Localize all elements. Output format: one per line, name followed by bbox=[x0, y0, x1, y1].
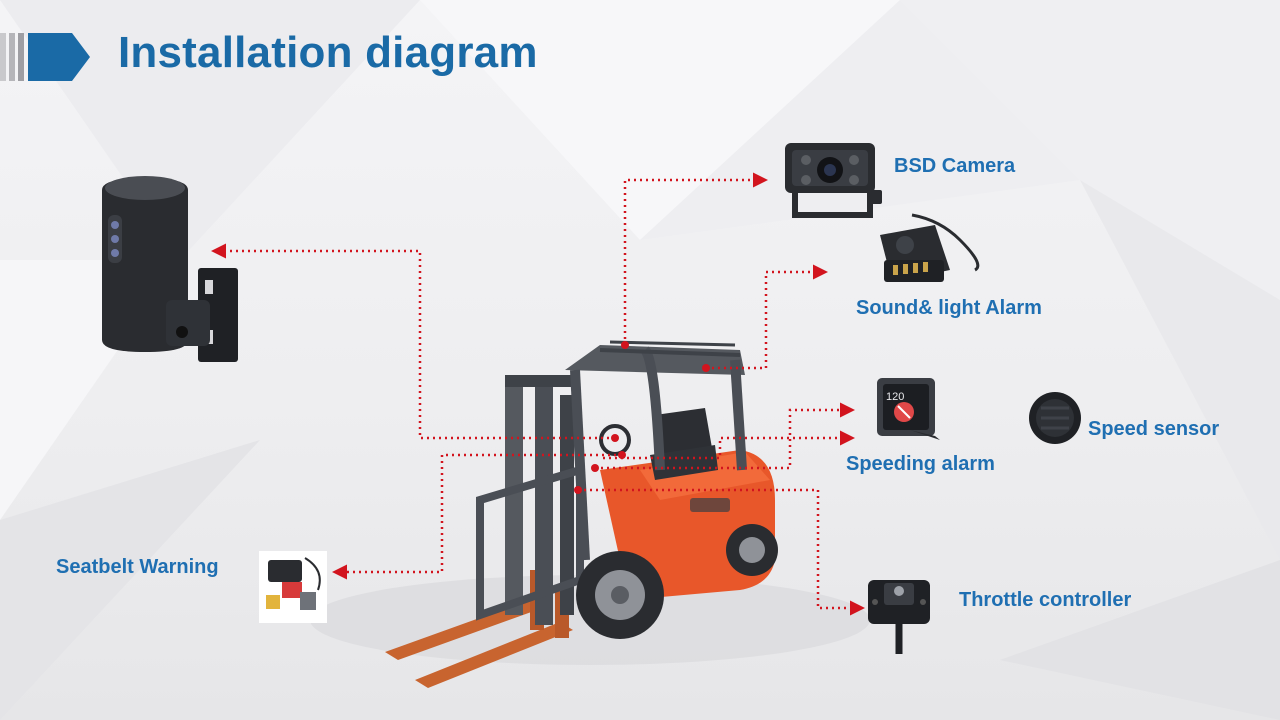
label-speed-sensor: Speed sensor bbox=[1088, 418, 1220, 440]
connector-speeding-alarm-1 bbox=[595, 402, 855, 470]
seatbelt-warning-device bbox=[259, 551, 327, 623]
connector-speeding-alarm-2 bbox=[603, 430, 855, 460]
connector-mdvr-camera bbox=[211, 243, 615, 440]
connectors bbox=[211, 172, 865, 616]
forklift bbox=[385, 340, 778, 688]
page-title: Installation diagram bbox=[118, 28, 538, 77]
throttle-controller-device bbox=[868, 580, 930, 654]
bsd-camera-device bbox=[785, 143, 882, 218]
connector-origins bbox=[574, 341, 710, 494]
connector-sound-alarm bbox=[706, 264, 828, 370]
connector-bsd-camera bbox=[623, 172, 768, 345]
sound-light-alarm-device bbox=[880, 213, 980, 282]
connector-seatbelt bbox=[332, 453, 622, 580]
speeding-alarm-display-value: 120 bbox=[886, 391, 904, 403]
label-speeding-alarm: Speeding alarm bbox=[846, 453, 995, 475]
connector-throttle bbox=[578, 488, 865, 616]
speeding-alarm-device: 120 bbox=[877, 378, 940, 440]
header-marker bbox=[0, 33, 90, 81]
label-throttle-controller: Throttle controller bbox=[959, 589, 1132, 611]
speed-sensor-device bbox=[1029, 392, 1081, 444]
label-sound-light-alarm: Sound& light Alarm bbox=[856, 297, 1042, 319]
label-seatbelt-warning: Seatbelt Warning bbox=[56, 556, 219, 578]
label-bsd-camera: BSD Camera bbox=[894, 155, 1016, 177]
mdvr-camera-device bbox=[102, 176, 238, 362]
